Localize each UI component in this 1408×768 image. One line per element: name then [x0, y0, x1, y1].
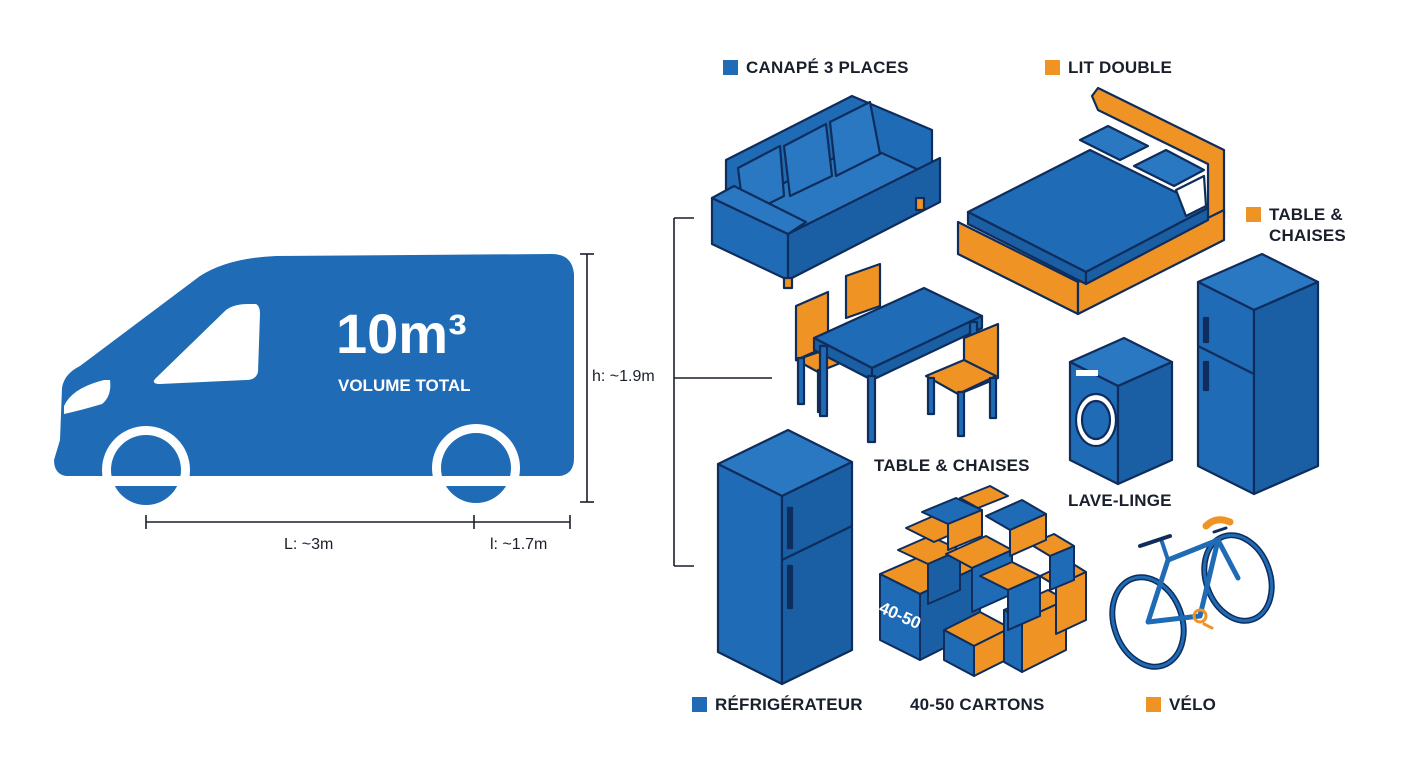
van-length-label: L: ~3m	[284, 536, 334, 553]
fridge-label-text: RÉFRIGÉRATEUR	[715, 695, 863, 714]
bed-label-text: LIT DOUBLE	[1068, 58, 1172, 77]
van-width-label: l: ~1.7m	[490, 536, 548, 553]
blue-legend-square	[723, 60, 738, 75]
fridge-right-illustration	[1196, 252, 1320, 496]
bike-label-text: VÉLO	[1169, 695, 1217, 714]
van-dimension-lines	[145, 253, 594, 529]
fridge-label: RÉFRIGÉRATEUR	[692, 695, 863, 715]
boxes-label: 40-50 CARTONS	[910, 695, 1045, 714]
van-height-label: h: ~1.9m	[592, 368, 655, 385]
van-volume-caption: VOLUME TOTAL	[338, 376, 471, 395]
table-chairs-illustration	[794, 262, 1000, 444]
van-illustration	[54, 254, 574, 514]
blue-legend-square	[692, 697, 707, 712]
table-legend-label: TABLE & CHAISES	[1269, 205, 1346, 245]
bike-label: VÉLO	[1146, 695, 1216, 715]
orange-legend-square	[1146, 697, 1161, 712]
washer-label: LAVE-LINGE	[1068, 491, 1172, 510]
bed-label: LIT DOUBLE	[1045, 58, 1172, 78]
sofa-label: CANAPÉ 3 PLACES	[723, 58, 909, 78]
sofa-illustration	[710, 94, 942, 290]
sofa-label-text: CANAPÉ 3 PLACES	[746, 58, 909, 77]
table-caption-label: TABLE & CHAISES	[874, 456, 1030, 475]
orange-legend-square	[1246, 207, 1261, 222]
items-bracket	[673, 217, 772, 567]
bike-illustration	[1109, 516, 1275, 670]
orange-legend-square	[1045, 60, 1060, 75]
boxes-illustration	[879, 485, 1087, 677]
fridge-left-illustration	[716, 428, 854, 686]
van-volume-value: 10m³	[336, 302, 467, 365]
washing-machine-illustration	[1068, 336, 1174, 486]
bed-illustration	[956, 86, 1226, 316]
